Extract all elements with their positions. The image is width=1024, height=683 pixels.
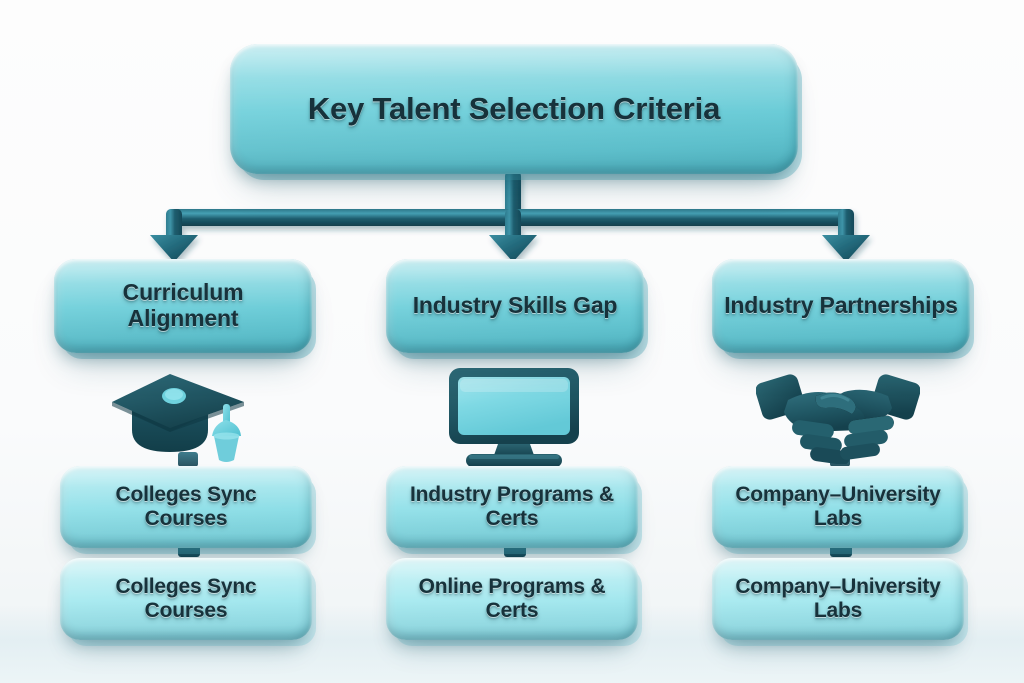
graduation-cap-icon bbox=[108, 368, 258, 464]
leaf-node-label: Company–University Labs bbox=[735, 575, 941, 622]
branch-node-industry-skills-gap[interactable]: Industry Skills Gap bbox=[386, 259, 644, 353]
branch-node-label: Industry Partnerships bbox=[724, 292, 958, 319]
branch-node-label: Industry Skills Gap bbox=[412, 292, 618, 319]
branch-node-label: Curriculum Alignment bbox=[122, 279, 244, 331]
leaf-node-company-university-labs-top[interactable]: Company–University Labs bbox=[712, 466, 964, 548]
branch-node-curriculum-alignment[interactable]: Curriculum Alignment bbox=[54, 259, 312, 353]
leaf-node-online-programs-certs[interactable]: Online Programs & Certs bbox=[386, 558, 638, 640]
computer-monitor-icon bbox=[446, 366, 582, 470]
leaf-node-industry-programs-certs[interactable]: Industry Programs & Certs bbox=[386, 466, 638, 548]
leaf-node-label: Industry Programs & Certs bbox=[410, 483, 614, 530]
leaf-node-label: Colleges Sync Courses bbox=[115, 483, 257, 530]
leaf-node-label: Colleges Sync Courses bbox=[115, 575, 257, 622]
handshake-icon bbox=[755, 362, 921, 465]
branch-node-industry-partnerships[interactable]: Industry Partnerships bbox=[712, 259, 970, 353]
leaf-node-colleges-sync-courses-bottom[interactable]: Colleges Sync Courses bbox=[60, 558, 312, 640]
leaf-node-company-university-labs-bottom[interactable]: Company–University Labs bbox=[712, 558, 964, 640]
root-node[interactable]: Key Talent Selection Criteria bbox=[230, 44, 798, 174]
leaf-node-label: Online Programs & Certs bbox=[418, 575, 606, 622]
leaf-node-colleges-sync-courses-top[interactable]: Colleges Sync Courses bbox=[60, 466, 312, 548]
leaf-node-label: Company–University Labs bbox=[735, 483, 941, 530]
root-node-label: Key Talent Selection Criteria bbox=[307, 90, 721, 126]
